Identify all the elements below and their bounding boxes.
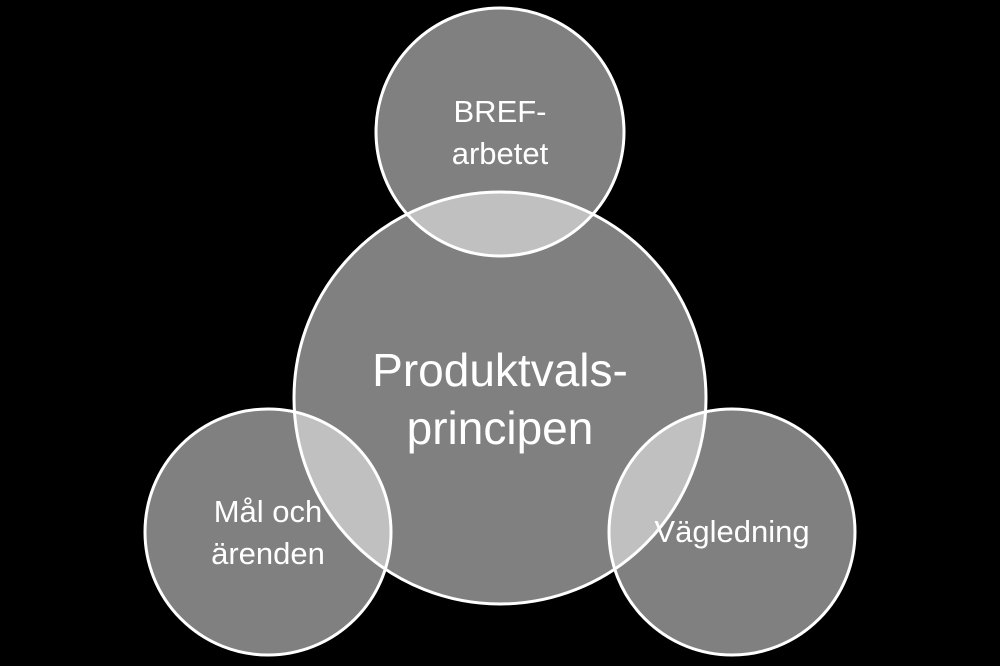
circle-top	[376, 8, 624, 256]
right-label-line1: Vägledning	[654, 514, 809, 549]
top-label-line2: arbetet	[452, 136, 549, 171]
outline-center	[292, 190, 708, 606]
outline-left	[143, 407, 393, 657]
circle-center	[294, 192, 706, 604]
center-label-line2: principen	[407, 402, 594, 454]
left-label-line2: ärenden	[211, 536, 325, 571]
left-label-line1: Mål och	[214, 494, 323, 529]
top-label-line1: BREF-	[454, 94, 547, 129]
outline-right	[607, 407, 857, 657]
outline-top	[374, 6, 626, 258]
center-label-line1: Produktvals-	[372, 344, 628, 396]
